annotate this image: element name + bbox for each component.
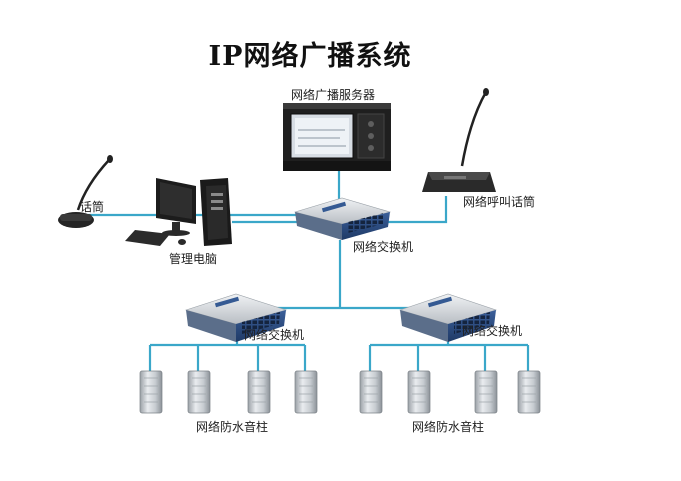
speaker-column-icon [407, 370, 431, 414]
left-speakers-label: 网络防水音柱 [196, 420, 269, 434]
right-speakers-label: 网络防水音柱 [412, 420, 485, 434]
left-switch-icon [184, 293, 288, 342]
right-switch-label: 网络交换机 [462, 324, 523, 338]
desk-microphone-icon [58, 155, 113, 228]
speaker-column-icon [294, 370, 318, 414]
core-switch-label: 网络交换机 [353, 240, 414, 254]
mic-label: 话筒 [80, 200, 105, 214]
speaker-column-icon [247, 370, 271, 414]
left-speaker-columns [139, 370, 318, 414]
right-switch-icon [398, 293, 498, 342]
right-speaker-columns [359, 370, 541, 414]
speaker-column-icon [359, 370, 383, 414]
server-label: 网络广播服务器 [291, 88, 376, 102]
diagram-title: IP网络广播系统 [208, 41, 412, 72]
speaker-column-icon [187, 370, 211, 414]
management-pc-icon [125, 178, 232, 246]
broadcast-server-icon [283, 103, 391, 171]
paging-microphone-icon [422, 88, 496, 192]
cable-paging-mic-to-core-switch [380, 196, 448, 224]
paging-mic-label: 网络呼叫话筒 [463, 195, 536, 209]
speaker-column-icon [517, 370, 541, 414]
core-switch-icon [293, 197, 392, 240]
speaker-column-icon [474, 370, 498, 414]
speaker-column-icon [139, 370, 163, 414]
left-switch-label: 网络交换机 [244, 328, 305, 342]
pc-label: 管理电脑 [169, 252, 218, 266]
